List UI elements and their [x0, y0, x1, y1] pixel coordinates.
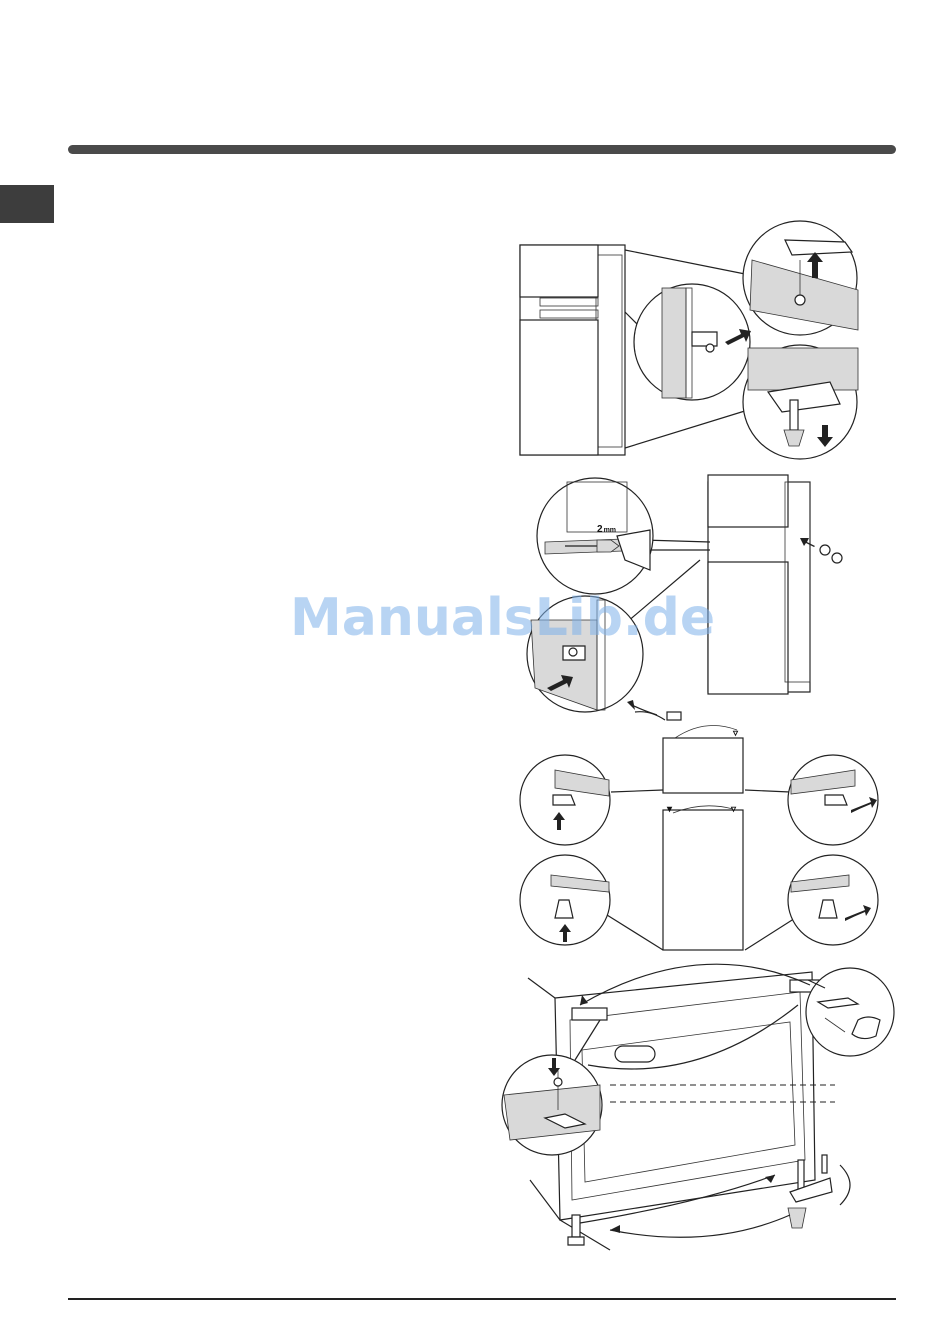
watermark: ManualsLib.de [290, 588, 670, 648]
detail-circle-upper-right [788, 755, 878, 845]
svg-text:▾: ▾ [666, 804, 673, 815]
detail-circle-lower-right [788, 855, 878, 945]
figure-step-3-swap-doors: ▿ ▾ ▿ [515, 700, 885, 960]
detail-circle-bottom-hinge [743, 345, 858, 459]
detail-circle-top-hinge-cover [743, 221, 858, 335]
footer-rule [68, 1298, 896, 1300]
language-tab [0, 185, 54, 223]
detail-circle-drill-2mm: 2mm [537, 478, 653, 594]
figure-step-1-remove-hinges [500, 220, 870, 465]
figure-step-4-body-hinges [500, 960, 900, 1260]
svg-text:▿: ▿ [732, 728, 739, 739]
detail-circle-lower-left [520, 855, 610, 945]
detail-circle-upper-left [520, 755, 610, 845]
detail-circle-mid-hinge [634, 284, 751, 400]
detail-circle-left-top-cover [502, 1055, 602, 1155]
header-rule [68, 145, 896, 154]
svg-text:▿: ▿ [730, 804, 737, 815]
detail-circle-top-right-hinge [806, 968, 894, 1056]
